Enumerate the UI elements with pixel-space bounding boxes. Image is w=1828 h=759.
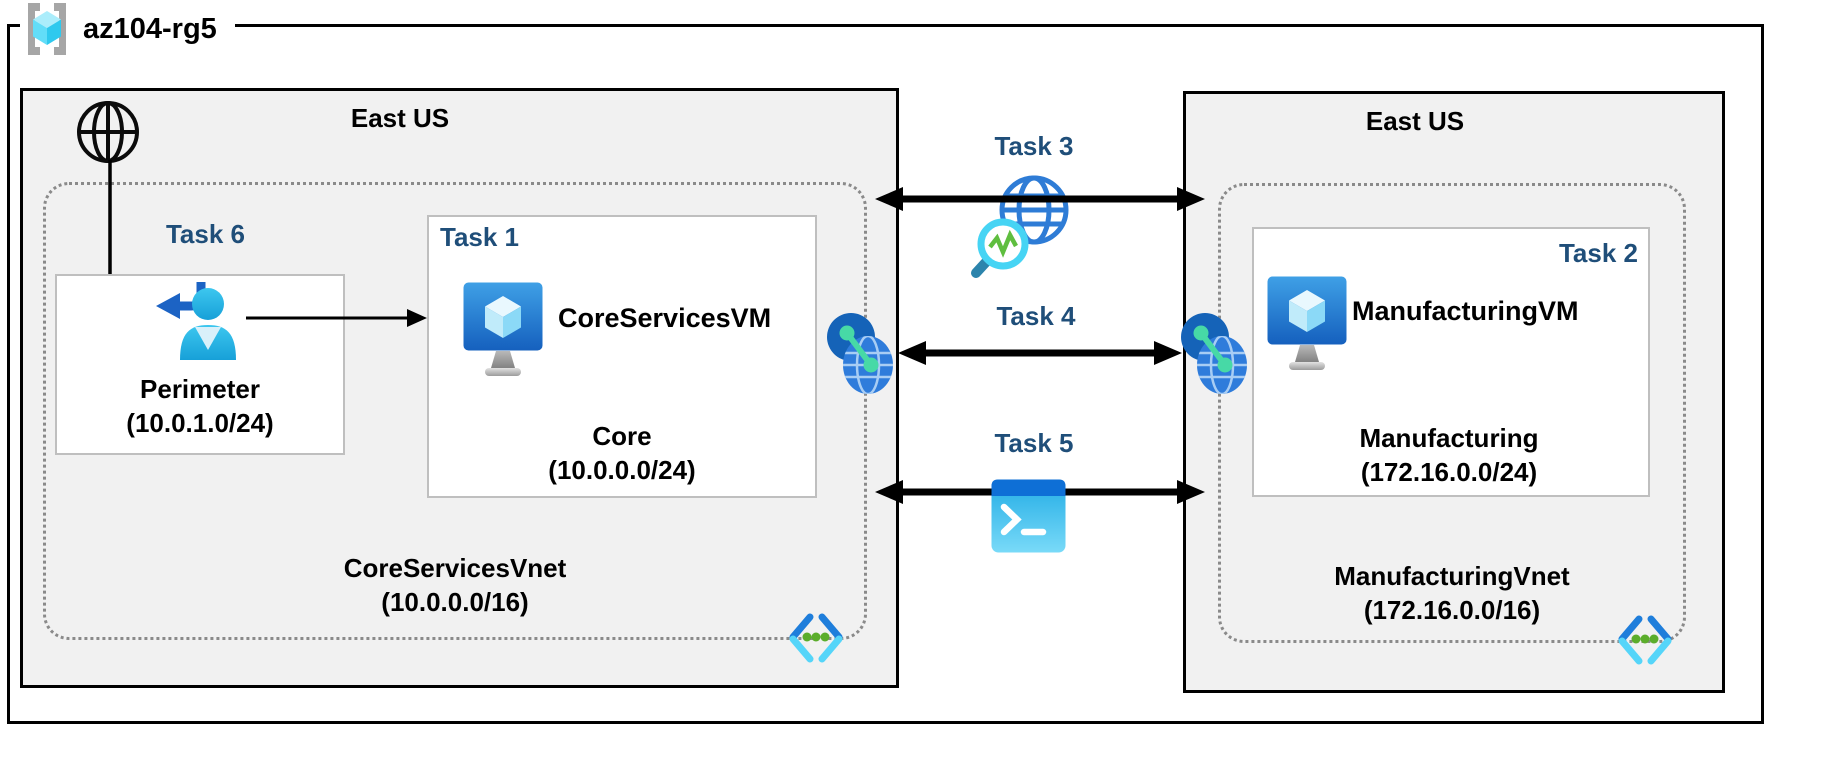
- user-signin-icon: [156, 282, 236, 360]
- region-right-title: East US: [1365, 106, 1465, 136]
- manufacturing-vnet-boundary: [1218, 183, 1686, 643]
- manufacturing-subnet-name: Manufacturing: [1359, 423, 1539, 453]
- task4-label: Task 4: [996, 301, 1076, 331]
- manufacturing-vnet-cidr: (172.16.0.0/16): [1363, 595, 1541, 625]
- core-subnet-label: Core (10.0.0.0/24): [427, 419, 817, 487]
- resource-group-name: az104-rg5: [83, 12, 217, 45]
- manufacturing-subnet-label: Manufacturing (172.16.0.0/24): [1252, 421, 1646, 489]
- perimeter-subnet-cidr: (10.0.1.0/24): [126, 408, 274, 438]
- manufacturing-subnet-cidr: (172.16.0.0/24): [1360, 457, 1538, 487]
- task6-label: Task 6: [165, 219, 245, 249]
- core-services-vnet-cidr: (10.0.0.0/16): [381, 587, 529, 617]
- task2-label: Task 2: [1558, 238, 1638, 268]
- task3-label: Task 3: [994, 131, 1074, 161]
- virtual-network-icon: [789, 613, 843, 663]
- virtual-machine-icon: [463, 282, 543, 376]
- manufacturing-vnet-label: ManufacturingVnet (172.16.0.0/16): [1252, 559, 1652, 627]
- azure-resource-group-icon: [28, 3, 66, 55]
- vnet-peering-icon: [827, 313, 893, 394]
- core-subnet-cidr: (10.0.0.0/24): [548, 455, 696, 485]
- perimeter-subnet-box: [55, 274, 345, 455]
- internet-globe-icon: [77, 101, 139, 163]
- region-left-title: East US: [350, 103, 450, 133]
- task1-box: [427, 215, 817, 498]
- core-subnet-name: Core: [592, 421, 652, 451]
- perimeter-to-vm-arrow: [246, 309, 427, 327]
- task5-label: Task 5: [994, 428, 1074, 458]
- resource-group-box: [7, 24, 1764, 724]
- core-services-vnet-boundary: [43, 182, 867, 640]
- virtual-machine-icon: [1267, 276, 1347, 370]
- resource-group-header: az104-rg5: [20, 1, 235, 57]
- core-services-vnet-name: CoreServicesVnet: [343, 553, 567, 583]
- task4-arrow: [898, 341, 1182, 365]
- manufacturing-vm-name: ManufacturingVM: [1352, 296, 1579, 326]
- manufacturing-vnet-name: ManufacturingVnet: [1334, 561, 1570, 591]
- perimeter-subnet-name: Perimeter: [140, 374, 260, 404]
- core-services-vnet-label: CoreServicesVnet (10.0.0.0/16): [255, 551, 655, 619]
- vnet-peering-icon: [1181, 313, 1247, 394]
- task3-arrow: [875, 187, 1205, 211]
- virtual-network-icon: [1618, 615, 1672, 665]
- cloud-shell-icon: [991, 479, 1066, 553]
- task1-label: Task 1: [440, 222, 520, 252]
- network-watcher-icon: [971, 175, 1069, 278]
- perimeter-subnet-label: Perimeter (10.0.1.0/24): [55, 372, 345, 440]
- core-vm-name: CoreServicesVM: [558, 303, 772, 333]
